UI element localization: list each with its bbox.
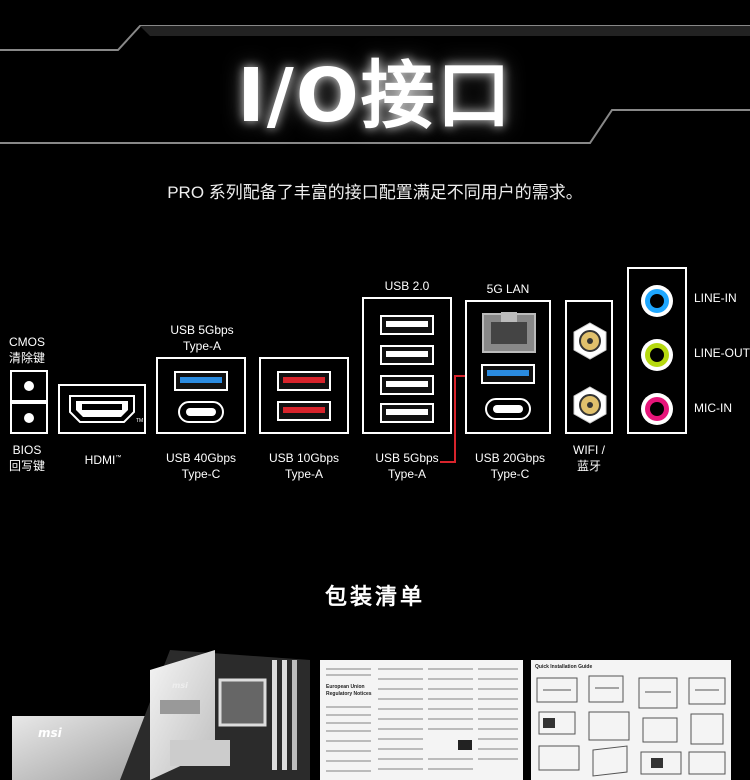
usb10-stack-frame — [259, 357, 349, 434]
usb5-typea-bottom-label: USB 5Gbps Type-A — [375, 451, 439, 481]
usb40-typec-label: USB 40Gbps Type-C — [165, 451, 237, 481]
doc2-title: Quick Installation Guide — [535, 664, 593, 670]
installation-diagrams — [536, 675, 726, 777]
hdmi-port-icon — [69, 395, 135, 423]
audio-stack-frame — [627, 267, 687, 434]
wifi-label: WIFI / 蓝牙 — [573, 443, 605, 473]
box-brand-logo: msi — [38, 726, 62, 740]
bios-button — [10, 402, 48, 434]
line-out-jack-icon — [641, 339, 673, 371]
quick-installation-guide-document: Quick Installation Guide — [531, 660, 731, 780]
regulatory-notice-document: European Union Regulatory Notices — [320, 660, 523, 780]
usb-a-red-port — [277, 371, 331, 391]
usb20-label: USB 2.0 — [384, 279, 430, 293]
usb-c-port — [485, 398, 531, 420]
doc1-title: European Union Regulatory Notices — [326, 684, 372, 697]
usb-a-port — [380, 315, 434, 335]
hdmi-label: HDMI™ — [84, 453, 122, 467]
package-title: 包装清单 — [324, 585, 425, 610]
bios-label: BIOS 回写键 — [8, 443, 45, 473]
usb5-typea-top-label: USB 5Gbps Type-A — [170, 323, 234, 353]
usb-a-port — [380, 345, 434, 365]
usb10-typea-label: USB 10Gbps Type-A — [268, 451, 340, 481]
usb20-stack-frame — [362, 297, 452, 434]
usb-a-port — [380, 375, 434, 395]
page-subtitle: PRO 系列配备了丰富的接口配置满足不同用户的需求。 — [167, 183, 583, 202]
line-in-jack-icon — [641, 285, 673, 317]
line-in-label: LINE-IN — [694, 291, 737, 305]
mic-in-jack-icon — [641, 393, 673, 425]
product-photo — [12, 650, 310, 780]
usb40-stack-frame — [156, 357, 246, 434]
ethernet-port-icon — [482, 312, 536, 353]
hdmi-port-frame: TM — [58, 384, 146, 434]
hdmi-tm-mark: TM — [136, 418, 144, 424]
page-title: I/O接口 — [237, 53, 513, 139]
mic-in-label: MIC-IN — [694, 401, 732, 415]
usb-a-blue-port — [174, 371, 228, 391]
cmos-label: CMOS 清除键 — [8, 335, 45, 365]
antenna-connector-icon — [573, 322, 607, 360]
usb-a-port — [380, 403, 434, 423]
lan-label: 5G LAN — [486, 282, 530, 296]
header-frame — [0, 25, 750, 144]
lan-stack-frame — [465, 300, 551, 434]
wifi-stack-frame — [565, 300, 613, 434]
antenna-connector-icon — [573, 386, 607, 424]
usb-c-port — [178, 401, 224, 423]
cmos-button — [10, 370, 48, 402]
usb-a-blue-port — [481, 364, 535, 384]
usb20g-typec-label: USB 20Gbps Type-C — [474, 451, 546, 481]
line-out-label: LINE-OUT — [694, 346, 750, 360]
usb-a-red-port — [277, 401, 331, 421]
board-brand-logo: msi — [172, 681, 188, 690]
